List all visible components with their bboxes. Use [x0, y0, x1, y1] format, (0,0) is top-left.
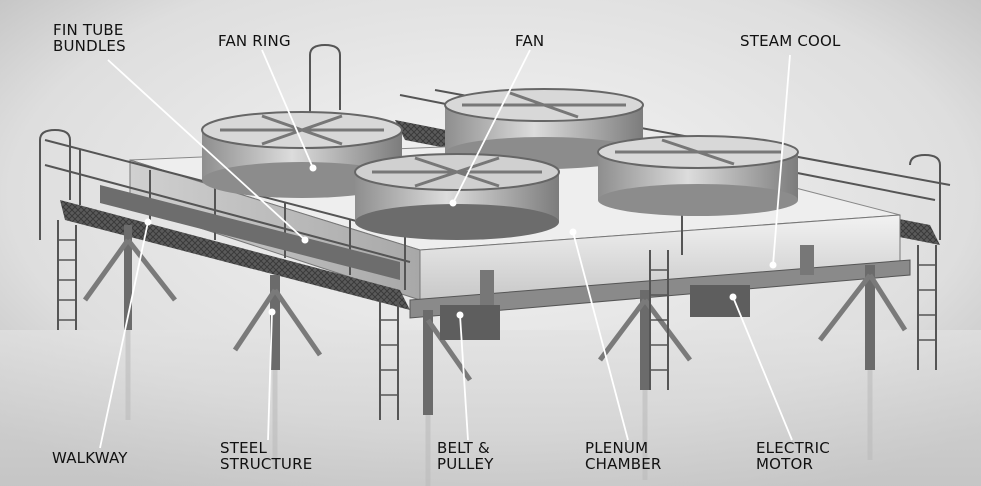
leader-dots — [144, 164, 777, 319]
label-fin-tube-bundles: FIN TUBE BUNDLES — [53, 21, 126, 55]
leg-reflections — [125, 330, 873, 486]
fan-ring-back-left — [201, 111, 403, 198]
fan-ring-right — [597, 135, 799, 216]
label-steam-cool: STEAM COOL — [740, 32, 841, 50]
label-walkway: WALKWAY — [52, 449, 128, 467]
fan-ring-front — [354, 153, 560, 240]
fin-tube-bundle-strip — [100, 185, 400, 280]
label-steel-structure: STEEL STRUCTURE — [220, 439, 313, 473]
ladder-rungs — [58, 239, 936, 396]
steel-beam — [409, 259, 911, 319]
steel-legs — [124, 225, 875, 415]
leader-lines — [99, 49, 793, 449]
label-fan: FAN — [515, 32, 545, 50]
label-fan-ring: FAN RING — [218, 32, 291, 50]
label-plenum-chamber: PLENUM CHAMBER — [585, 439, 662, 473]
label-electric-motor: ELECTRIC MOTOR — [756, 439, 830, 473]
label-belt-pulley: BELT & PULLEY — [437, 439, 494, 473]
electric-motor-block — [690, 285, 750, 317]
floor-reflection — [0, 330, 981, 486]
belt-and-pulley-block — [440, 305, 500, 340]
